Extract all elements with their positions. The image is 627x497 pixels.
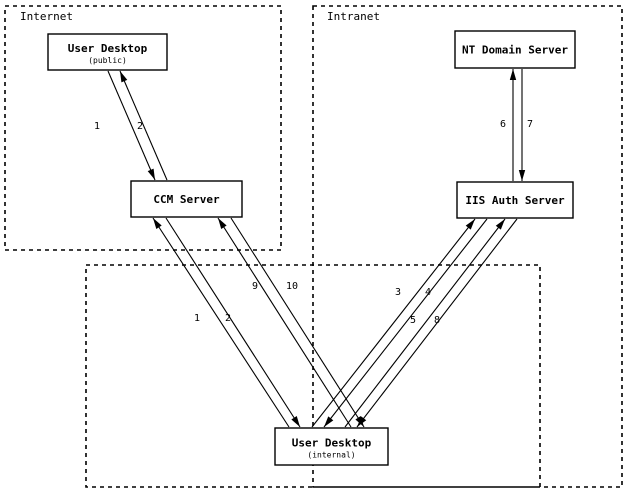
flow-arrowhead-flow-5 [495,219,505,230]
zone-boundary-internet [4,5,282,251]
node-nt-domain-server[interactable]: NT Domain Server [454,30,576,69]
flow-flow-2-internal: 2 [165,217,301,428]
flow-flow-10: 10 [230,217,365,428]
flow-arrowhead-flow-2-public [120,71,128,83]
node-subtitle-user-desktop-internal: (internal) [307,451,355,460]
flow-line-flow-2-internal [165,217,301,428]
flow-line-flow-5 [344,218,506,428]
node-box-user-desktop-internal[interactable] [274,427,389,466]
node-iis-auth-server[interactable]: IIS Auth Server [456,181,574,219]
flow-line-flow-8 [356,218,518,428]
flow-label-flow-3: 3 [395,287,401,298]
node-box-nt-domain-server[interactable] [454,30,576,69]
node-box-ccm-server[interactable] [130,180,243,218]
flow-arrowhead-flow-2-internal [291,416,300,427]
flow-line-flow-3 [311,218,476,428]
flow-label-flow-4: 4 [425,287,431,298]
flow-arrowhead-flow-1-internal [153,218,162,229]
zone-boundary-intranet [312,5,623,488]
node-box-iis-auth-server[interactable] [456,181,574,219]
flow-label-flow-1-internal: 1 [194,313,200,324]
flow-line-flow-4 [323,218,488,428]
flow-arrowhead-flow-1-public [147,168,155,180]
flow-label-flow-9: 9 [252,281,258,292]
flow-label-flow-8: 8 [434,315,440,326]
node-subtitle-user-desktop-public: (public) [88,56,127,65]
flow-label-flow-2-public: 2 [137,121,143,132]
flow-arrowhead-flow-7 [518,170,526,181]
node-box-user-desktop-public[interactable] [47,33,168,71]
flow-flow-1-internal: 1 [152,217,290,428]
node-user-desktop-public[interactable]: User Desktop(public) [47,33,168,71]
node-user-desktop-internal[interactable]: User Desktop(internal) [274,427,389,466]
flow-label-flow-6: 6 [500,119,506,130]
flow-flow-5: 5 [344,218,506,428]
node-title-user-desktop-internal: User Desktop [292,437,372,450]
flow-label-flow-7: 7 [527,119,533,130]
flow-arrowhead-flow-6 [509,69,517,80]
flow-flow-8: 8 [356,218,518,428]
flow-line-flow-2-public [119,70,168,181]
flow-label-flow-2-internal: 2 [225,313,231,324]
node-title-nt-domain-server: NT Domain Server [462,44,568,57]
flow-flow-9: 9 [217,217,352,428]
node-title-iis-auth-server: IIS Auth Server [465,194,565,207]
flow-flow-2-public: 2 [119,70,168,181]
flow-line-flow-1-internal [152,217,290,428]
zone-boundary-internal-zone [85,264,541,488]
flow-flow-3: 3 [311,218,476,428]
node-title-user-desktop-public: User Desktop [68,42,148,55]
node-title-ccm-server: CCM Server [153,193,220,206]
flow-arrowhead-flow-3 [465,219,475,230]
zones-layer: Internet Intranet [4,5,623,488]
flow-flow-4: 4 [323,218,488,428]
flow-flow-7: 7 [518,69,533,181]
flow-label-flow-10: 10 [286,281,298,292]
flow-flow-6: 6 [500,69,517,181]
flow-arrowhead-flow-4 [324,416,334,427]
zone-label-internet: Internet [20,10,73,23]
flow-arrowhead-flow-9 [218,218,227,229]
zone-internet: Internet [4,5,282,251]
flows-layer: 1 2 6 7 1 2 9 10 3 4 5 8 [94,69,533,428]
node-ccm-server[interactable]: CCM Server [130,180,243,218]
flow-label-flow-5: 5 [410,315,416,326]
flow-line-flow-10 [230,217,365,428]
flow-label-flow-1-public: 1 [94,121,100,132]
zone-intranet: Intranet [312,5,623,488]
zone-label-intranet: Intranet [327,10,380,23]
flow-line-flow-1-public [107,70,156,181]
flow-flow-1-public: 1 [94,70,156,181]
flow-arrowhead-flow-8 [357,416,367,427]
zone-internal-zone [85,264,541,488]
flow-line-flow-9 [217,217,352,428]
